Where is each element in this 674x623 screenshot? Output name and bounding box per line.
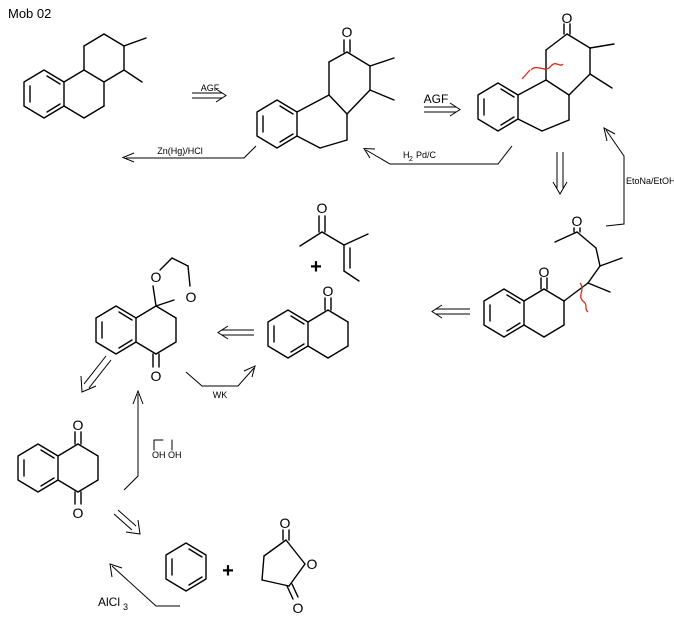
reagent-agf-2: AGF [424, 92, 449, 106]
disconnection-mark-1 [530, 63, 564, 71]
diol-reagent-structure [153, 439, 173, 451]
retro-arrow-to-benzene [113, 509, 141, 535]
plus-sign-1: + [310, 256, 322, 278]
dione-molecule [17, 431, 99, 505]
reagent-diol-oh-right: OH [168, 450, 182, 460]
tetralone-oxygen-atom: O [539, 264, 550, 280]
succinic-anhydride-molecule [261, 529, 306, 600]
plus-sign-2: + [222, 560, 234, 582]
forward-arrow-clemmensen [121, 145, 257, 163]
forward-arrow-hydrogenation [363, 145, 513, 165]
retro-arrow-down-right [552, 152, 568, 195]
ketal-molecule [95, 257, 191, 368]
disconnection-mark-2 [579, 282, 589, 313]
dione-bottom-oxygen-atom: O [73, 505, 84, 521]
acetyl-oxygen-atom: O [572, 213, 583, 229]
anhydride-ring-oxygen-atom: O [307, 556, 318, 572]
diketone-molecule [483, 227, 623, 338]
forward-arrow-ketalization [123, 389, 144, 491]
ketal-oxygen-left-atom: O [151, 269, 162, 285]
reagent-hydrogenation-h: H [403, 150, 410, 160]
reagent-base: EtoNa/EtOH [626, 176, 674, 186]
disconnection-mark-1b [521, 69, 531, 80]
anhydride-top-oxygen-atom: O [280, 515, 291, 531]
forward-arrow-friedel-crafts [109, 563, 180, 607]
retro-arrow-to-dione [80, 355, 112, 393]
retro-arrow-agf-2 [424, 102, 461, 117]
benzene-molecule [165, 542, 207, 592]
anhydride-bottom-oxygen-atom: O [293, 600, 304, 616]
dione-top-oxygen-atom: O [73, 417, 84, 433]
forward-arrow-base [603, 127, 625, 227]
retro-arrow-to-enone-tetralone [431, 304, 470, 319]
reagent-hydrogenation-cat: Pd/C [416, 150, 437, 160]
scheme-title: Mob 02 [8, 6, 51, 21]
reagent-hydrogenation-sub: 2 [409, 156, 413, 163]
reagent-clemmensen: Zn(Hg)/HCl [157, 146, 203, 156]
retro-arrow-to-ketal [217, 325, 254, 340]
reagent-agf-1: AGF [201, 83, 220, 93]
disconnection-ketone-oxygen-atom: O [562, 10, 573, 26]
ketal-ketone-oxygen-atom: O [151, 368, 162, 384]
reagent-lewis-acid-main: AlCl [98, 595, 120, 609]
ketal-oxygen-right-atom: O [186, 289, 197, 305]
target-molecule [23, 33, 147, 119]
reagent-diol-oh-left: OH [152, 450, 166, 460]
reagent-wolff-kishner: WK [213, 390, 228, 400]
tetralone-molecule [267, 297, 349, 359]
ketone-oxygen-atom: O [342, 24, 353, 40]
retro-arrow-agf-1 [192, 88, 227, 103]
forward-arrow-wolff-kishner [185, 365, 256, 387]
reagent-lewis-acid-sub: 3 [123, 602, 128, 612]
tetralone-ketone-oxygen-atom: O [323, 283, 334, 299]
ketone-disconnection-molecule [477, 23, 615, 132]
ketone-intermediate [256, 39, 395, 149]
enone-molecule [299, 215, 369, 282]
enone-oxygen-atom: O [317, 200, 328, 216]
